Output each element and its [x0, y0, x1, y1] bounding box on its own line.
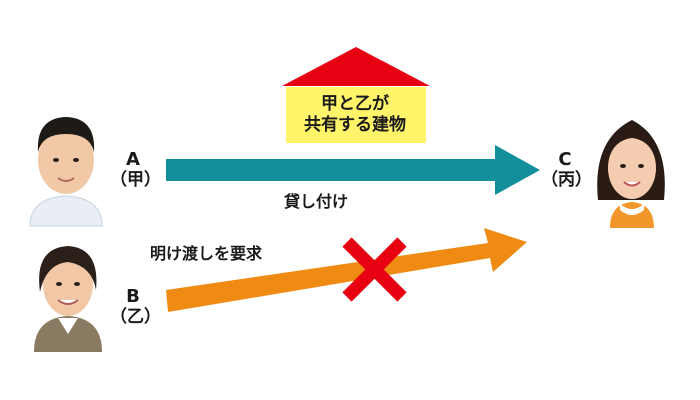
person-a-hair — [37, 117, 95, 152]
party-b-kanji: （乙） — [110, 306, 161, 327]
house-text: 甲と乙が 共有する建物 — [281, 94, 429, 137]
party-a-kanji: （甲） — [110, 169, 161, 190]
person-c-mouth — [623, 181, 641, 187]
house-roof — [282, 47, 430, 86]
demand-label: 明け渡しを要求 — [150, 244, 263, 263]
person-b-eye-right — [74, 282, 80, 286]
party-c-letter: C — [558, 149, 572, 170]
property-line-2: 共有する建物 — [304, 115, 406, 136]
prohibition-cross-icon — [342, 237, 407, 302]
person-a-eye-left — [53, 158, 59, 162]
property-line-1: 甲と乙が — [321, 94, 389, 114]
party-b-label: B （乙） — [110, 286, 161, 327]
person-b-avatar — [34, 246, 102, 352]
person-b-mouth — [57, 299, 79, 305]
person-c-eye-right — [638, 164, 644, 168]
person-c-eye-left — [620, 164, 626, 168]
person-a-avatar — [29, 117, 103, 227]
person-b-hair — [39, 246, 97, 292]
person-b-face — [43, 252, 93, 316]
demand-arrow — [166, 228, 527, 312]
party-c-kanji: （丙） — [541, 169, 592, 190]
person-b-eye-left — [56, 282, 62, 286]
person-a-face — [38, 126, 94, 194]
person-a-eye-right — [73, 158, 79, 162]
person-c-bangs — [608, 126, 656, 160]
person-a-mouth — [57, 177, 75, 182]
cross-stroke-2 — [342, 237, 407, 302]
person-a-shirt — [29, 195, 103, 227]
person-c-collar — [620, 204, 644, 215]
house-body — [286, 87, 426, 143]
person-c-face — [608, 137, 656, 199]
loan-arrow — [166, 145, 540, 195]
party-a-label: A （甲） — [110, 149, 161, 190]
party-b-letter: B — [126, 286, 140, 307]
person-c-avatar — [597, 120, 665, 228]
party-c-label: C （丙） — [541, 149, 592, 190]
loan-label: 貸し付け — [284, 192, 349, 211]
person-b-collar — [58, 318, 78, 334]
party-a-letter: A — [126, 149, 140, 170]
